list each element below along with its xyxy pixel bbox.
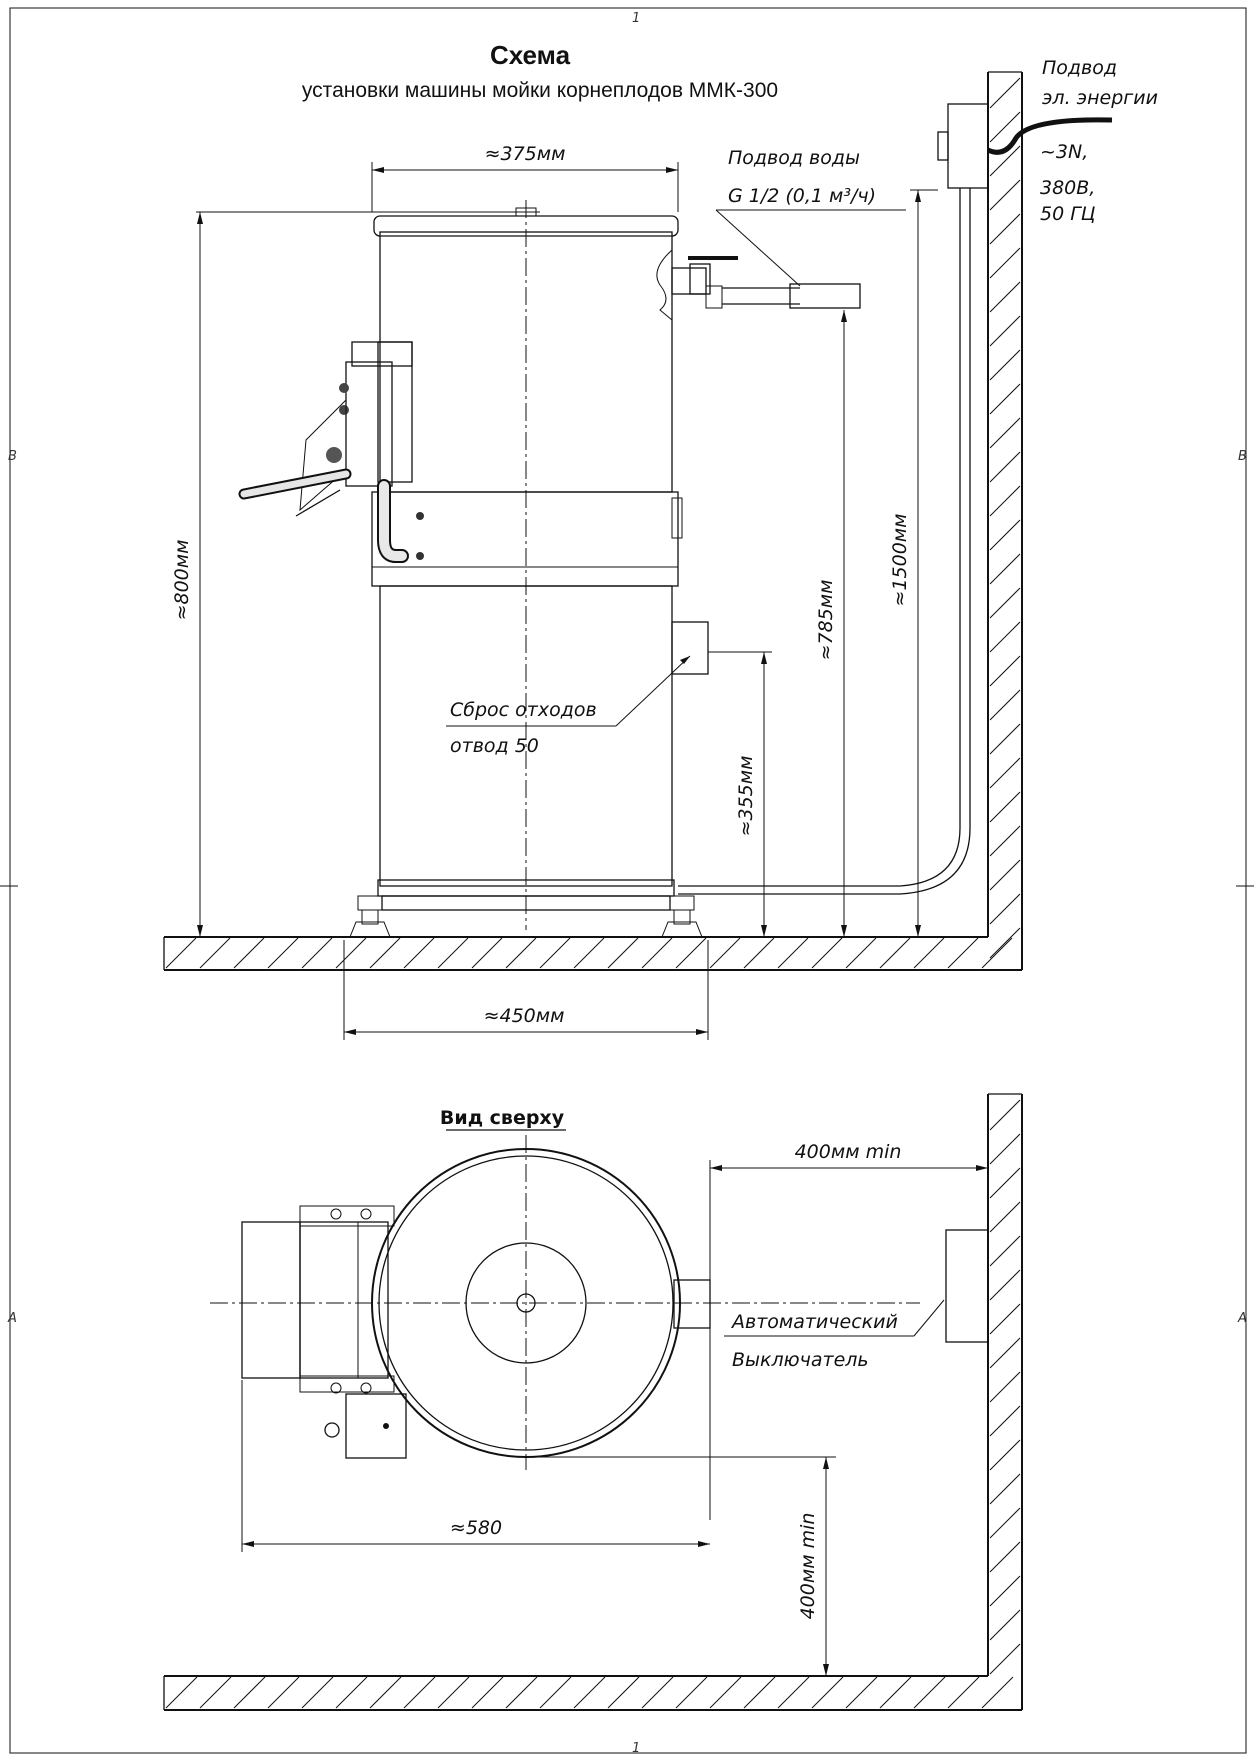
dim-base-width: ≈450мм [343,940,709,1040]
dim-waste-height: ≈355мм [708,651,772,937]
drawing-subtitle: установки машины мойки корнеплодов ММК-3… [302,79,778,102]
dim-plan-floor-clearance: 400мм min [526,1456,836,1676]
adjustable-feet [349,895,703,938]
svg-text:Сброс отходов: Сброс отходов [450,699,597,721]
waste-outlet [671,621,709,675]
top-view: Вид сверху [163,1093,1023,1711]
electrical-supply [678,103,1113,895]
floor-and-wall [163,71,1023,971]
top-view-title: Вид сверху [440,1107,565,1129]
svg-text:400мм min: 400мм min [795,1141,902,1163]
side-view: ≈375мм ≈800мм ≈785мм ≈1500мм ≈355мм [163,57,1158,1040]
dim-plan-length: ≈580 [241,1380,710,1552]
control-knob-icon [326,447,342,463]
frame-mark-row-a-right: А [1237,1311,1247,1326]
frame-mark-row-b-right: В [1238,449,1247,464]
svg-text:400мм min: 400мм min [797,1513,819,1620]
loading-chute [241,1205,407,1459]
svg-text:50 ГЦ: 50 ГЦ [1040,203,1096,225]
svg-text:380В,: 380В, [1040,177,1095,199]
switch-label: Автоматический Выключатель [724,1299,945,1371]
dim-total-height: ≈800мм [171,211,540,937]
frame-mark-row-a-left: А [7,1311,17,1326]
svg-text:≈375мм: ≈375мм [485,143,566,165]
dim-top-width: ≈375мм [371,143,679,212]
auto-switch-box [945,1229,989,1343]
svg-text:Автоматический: Автоматический [730,1311,898,1333]
dim-water-height: ≈785мм [815,310,847,937]
dim-plan-wall-clearance: 400мм min [709,1141,988,1520]
power-supply-label: Подвод эл. энергии ~3N, 380В, 50 ГЦ [1040,57,1158,225]
svg-text:~3N,: ~3N, [1040,141,1088,163]
waste-label: Сброс отходов отвод 50 [446,655,691,757]
svg-text:Подвод: Подвод [1042,57,1117,79]
plan-floor-and-wall [163,1093,1023,1711]
svg-text:отвод 50: отвод 50 [450,735,539,757]
svg-text:эл. энергии: эл. энергии [1042,87,1158,109]
svg-text:≈800мм: ≈800мм [171,540,193,621]
control-box [326,341,413,563]
machine-drum [371,207,709,911]
svg-text:G 1/2 (0,1 м³/ч): G 1/2 (0,1 м³/ч) [728,185,876,207]
svg-text:≈450мм: ≈450мм [484,1005,565,1027]
drawing-title: Схема [490,40,571,70]
svg-text:Подвод воды: Подвод воды [728,147,860,169]
svg-text:≈1500мм: ≈1500мм [889,514,911,607]
svg-text:≈580: ≈580 [450,1517,502,1539]
svg-text:Выключатель: Выключатель [732,1349,869,1371]
lever-handle [238,398,352,517]
svg-text:≈785мм: ≈785мм [815,580,837,661]
water-inlet [671,256,861,309]
water-supply-label: Подвод воды G 1/2 (0,1 м³/ч) [715,147,906,287]
svg-text:≈355мм: ≈355мм [735,756,757,837]
frame-mark-col-bottom: 1 [632,1741,640,1756]
frame-mark-col-top: 1 [632,11,640,26]
dim-power-height: ≈1500мм [889,189,938,937]
drawing-frame [9,7,1247,1754]
frame-mark-row-b-left: В [8,449,17,464]
